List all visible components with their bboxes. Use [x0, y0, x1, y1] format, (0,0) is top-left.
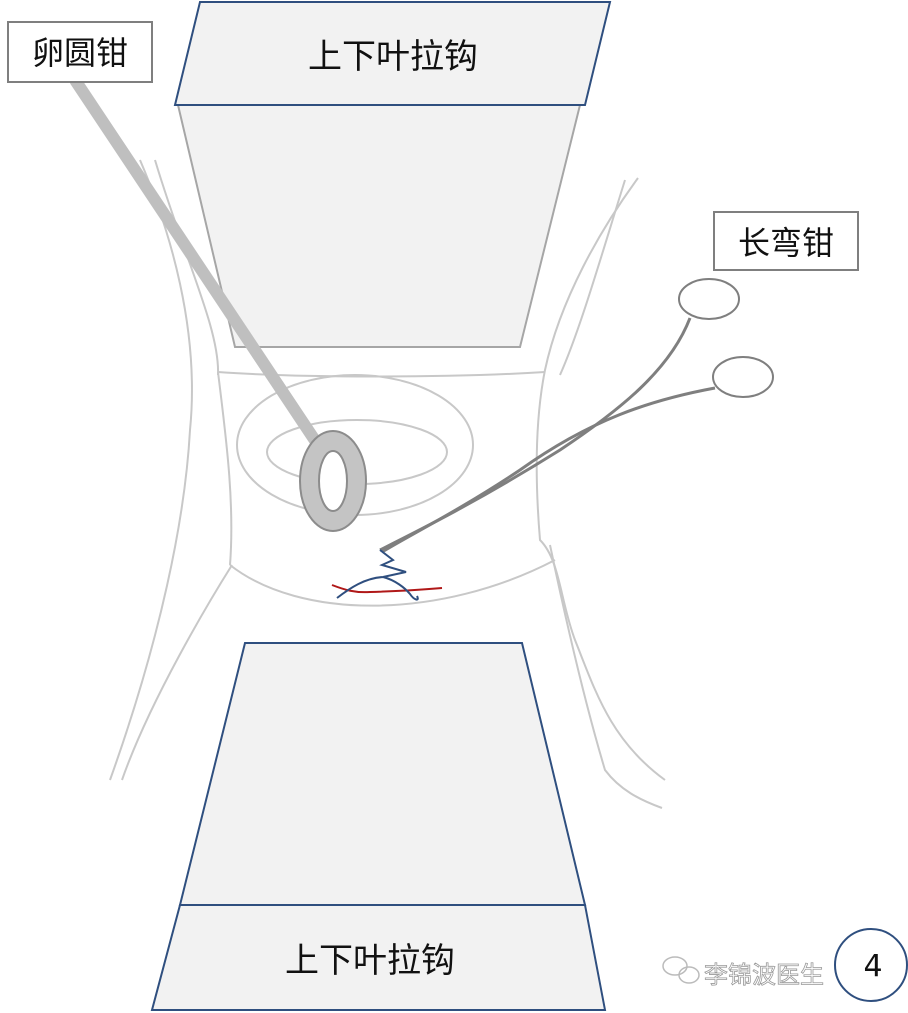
forceps-finger-loop-lower	[712, 356, 774, 398]
sponge-forceps-label-box	[7, 21, 153, 83]
top-retractor-handle	[173, 0, 612, 106]
long-curved-forceps-label-box	[713, 211, 859, 271]
sponge-forceps-label: 卵圆钳	[32, 34, 128, 72]
page-number-circle	[834, 928, 908, 1002]
long-curved-forceps-label: 长弯钳	[738, 224, 834, 262]
forceps-finger-loop-upper	[678, 278, 740, 320]
bottom-retractor-handle	[150, 904, 607, 1011]
suture-thread	[336, 549, 419, 601]
top-retractor-blade	[176, 104, 582, 348]
wechat-icon	[662, 956, 700, 984]
sponge-forceps-ring-hole	[318, 450, 348, 512]
watermark-text: 李锦波医生	[704, 961, 824, 989]
page-number: 4	[863, 949, 882, 984]
sponge-forceps-shaft	[70, 76, 323, 449]
bottom-retractor-blade	[178, 642, 587, 906]
incision-line	[331, 584, 443, 594]
long-curved-forceps	[379, 317, 716, 554]
vaginal-wall-outline	[109, 159, 666, 809]
bottom-retractor-label: 上下叶拉钩	[285, 941, 455, 981]
top-retractor-label: 上下叶拉钩	[308, 37, 478, 77]
